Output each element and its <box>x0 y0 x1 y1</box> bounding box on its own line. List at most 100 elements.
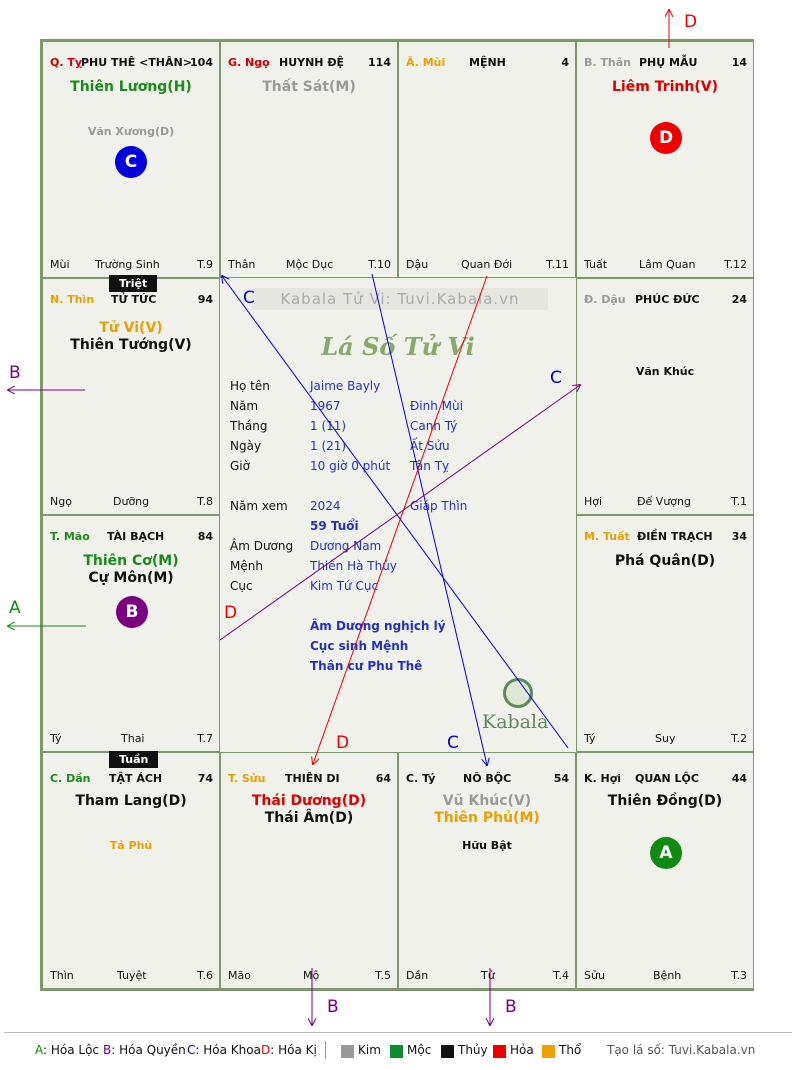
foot-center: Suy <box>655 732 676 745</box>
palace-dien-trach[interactable]: M. Tuất ĐIỀN TRẠCH 34 Phá Quân(D) Tý Suy… <box>576 515 754 752</box>
label-am-duong: Âm Dương <box>230 539 294 553</box>
triet-tag: Triệt <box>109 275 158 292</box>
palace-name: HUYNH ĐỆ <box>279 56 345 69</box>
palace-name: PHU THÊ <THÂN> <box>81 56 192 69</box>
palace-no-boc[interactable]: C. Tý NÔ BỘC 54 Vũ Khúc(V) Thiên Phủ(M) … <box>398 752 576 989</box>
main-star: Cự Môn(M) <box>88 570 174 586</box>
legend-kim: Kim <box>358 1043 381 1057</box>
foot-center: Trường Sinh <box>95 258 160 271</box>
palace-number: 84 <box>197 530 213 543</box>
minor-star: Văn Xương(D) <box>87 125 175 138</box>
note-1: Âm Dương nghịch lý <box>310 619 446 633</box>
main-star: Thái Âm(D) <box>264 810 354 826</box>
palace-name: QUAN LỘC <box>635 772 699 785</box>
palace-phuc-duc[interactable]: Đ. Dậu PHÚC ĐỨC 24 Văn Khúc Hợi Đế Vượng… <box>576 278 754 515</box>
value-am-duong: Dương Nam <box>310 539 382 553</box>
foot-left: Sửu <box>584 969 605 982</box>
palace-stem: K. Hợi <box>584 772 622 785</box>
value-day: 1 (21) <box>310 439 347 453</box>
main-star: Thất Sát(M) <box>262 79 356 95</box>
foot-left: Thân <box>228 258 256 271</box>
legend-hoa: Hỏa <box>510 1043 534 1057</box>
kabala-tree-icon <box>503 678 533 708</box>
legend-moc: Mộc <box>407 1043 432 1057</box>
legend-c: C: Hóa Khoa <box>187 1043 261 1057</box>
legend-b: B: Hóa Quyền <box>103 1043 186 1057</box>
palace-menh[interactable]: Ã. Mùi MỆNH 4 Dậu Quan Đới T.11 <box>398 41 576 278</box>
label-in-d2: D <box>336 733 350 753</box>
palace-thien-di[interactable]: T. Sửu THIÊN DI 64 Thái Dương(D) Thái Âm… <box>220 752 398 989</box>
palace-stem: B. Thân <box>584 56 631 69</box>
palace-tu-tuc[interactable]: N. Thìn TỬ TỨC 94 Tử Vi(V) Thiên Tướng(V… <box>42 278 220 515</box>
palace-stem: T. Sửu <box>228 772 266 785</box>
foot-center: Tuyệt <box>117 969 147 982</box>
palace-number: 34 <box>731 530 747 543</box>
palace-phu-mau[interactable]: B. Thân PHỤ MẪU 14 Liêm Trinh(V) D Tuất … <box>576 41 754 278</box>
minor-star: Hữu Bật <box>462 839 512 852</box>
foot-right: T.10 <box>368 258 391 271</box>
label-left-b: B <box>9 363 21 383</box>
palace-stem: Đ. Dậu <box>584 293 626 306</box>
foot-left: Tý <box>584 732 596 745</box>
palace-number: 74 <box>197 772 213 785</box>
foot-center: Thai <box>121 732 145 745</box>
note-2: Cục sinh Mệnh <box>310 639 409 653</box>
foot-right: T.2 <box>731 732 747 745</box>
palace-stem: M. Tuất <box>584 530 630 543</box>
palace-name: PHÚC ĐỨC <box>635 293 700 306</box>
legend-d: D: Hóa Kị <box>261 1043 317 1057</box>
swatch-thuy <box>441 1045 454 1058</box>
label-year: Năm <box>230 399 259 413</box>
palace-number: 94 <box>197 293 213 306</box>
label-left-a: A <box>9 598 21 618</box>
tuan-tag: Tuần <box>109 751 159 768</box>
legend-thuy: Thủy <box>458 1043 488 1057</box>
chart-board: Q. Tỵ PHU THÊ <THÂN> 104 Thiên Lương(H) … <box>40 39 754 991</box>
palace-number: 24 <box>731 293 747 306</box>
label-in-c3: C <box>447 733 459 753</box>
label-in-c1: C <box>243 288 255 308</box>
foot-center: Mộ <box>303 969 320 982</box>
value-view-year: 2024 <box>310 499 341 513</box>
value-month-cc: Canh Tý <box>410 419 458 433</box>
label-day: Ngày <box>230 439 262 453</box>
palace-tat-ach[interactable]: C. Dần TẬT ÁCH 74 Tham Lang(D) Tả Phù Th… <box>42 752 220 989</box>
palace-tai-bach[interactable]: T. Mão TÀI BẠCH 84 Thiên Cơ(M) Cự Môn(M)… <box>42 515 220 752</box>
foot-left: Thìn <box>50 969 74 982</box>
foot-right: T.8 <box>197 495 213 508</box>
label-menh: Mệnh <box>230 559 263 573</box>
foot-right: T.12 <box>724 258 747 271</box>
main-star: Thiên Tướng(V) <box>70 337 192 353</box>
label-view-year: Năm xem <box>230 499 288 513</box>
main-star: Thiên Đồng(D) <box>607 793 723 809</box>
foot-left: Mão <box>228 969 251 982</box>
main-star: Phá Quân(D) <box>614 553 716 569</box>
main-star: Tham Lang(D) <box>75 793 187 809</box>
value-view-year-cc: Giáp Thìn <box>410 499 468 513</box>
palace-stem: N. Thìn <box>50 293 95 306</box>
palace-name: NÔ BỘC <box>463 772 512 785</box>
palace-number: 104 <box>190 56 213 69</box>
palace-number: 44 <box>731 772 747 785</box>
main-star: Thiên Phủ(M) <box>434 810 540 826</box>
palace-quan-loc[interactable]: K. Hợi QUAN LỘC 44 Thiên Đồng(D) A Sửu B… <box>576 752 754 989</box>
swatch-tho <box>542 1045 555 1058</box>
label-hour: Giờ <box>230 459 250 473</box>
foot-right: T.5 <box>375 969 391 982</box>
palace-stem: G. Ngọ <box>228 56 270 69</box>
label-bottom-b1: B <box>327 997 339 1017</box>
foot-left: Mùi <box>50 258 70 271</box>
site-credit[interactable]: Tạo lá số: Tuvi.Kabala.vn <box>607 1043 756 1057</box>
label-in-c2: C <box>550 368 562 388</box>
legend-sep <box>325 1041 326 1059</box>
palace-number: 54 <box>553 772 569 785</box>
hoa-quyen-marker: B <box>116 596 148 628</box>
center-info-panel: Kabala Tử Vi: Tuvi.Kabala.vn Lá Số Tử Vi… <box>220 278 576 752</box>
value-month: 1 (11) <box>310 419 347 433</box>
value-day-cc: Ất Sửu <box>410 439 450 453</box>
foot-center: Quan Đới <box>461 258 513 271</box>
foot-right: T.1 <box>731 495 747 508</box>
palace-huynh-de[interactable]: G. Ngọ HUYNH ĐỆ 114 Thất Sát(M) Thân Mộc… <box>220 41 398 278</box>
label-in-d1: D <box>224 603 238 623</box>
palace-phu-the[interactable]: Q. Tỵ PHU THÊ <THÂN> 104 Thiên Lương(H) … <box>42 41 220 278</box>
